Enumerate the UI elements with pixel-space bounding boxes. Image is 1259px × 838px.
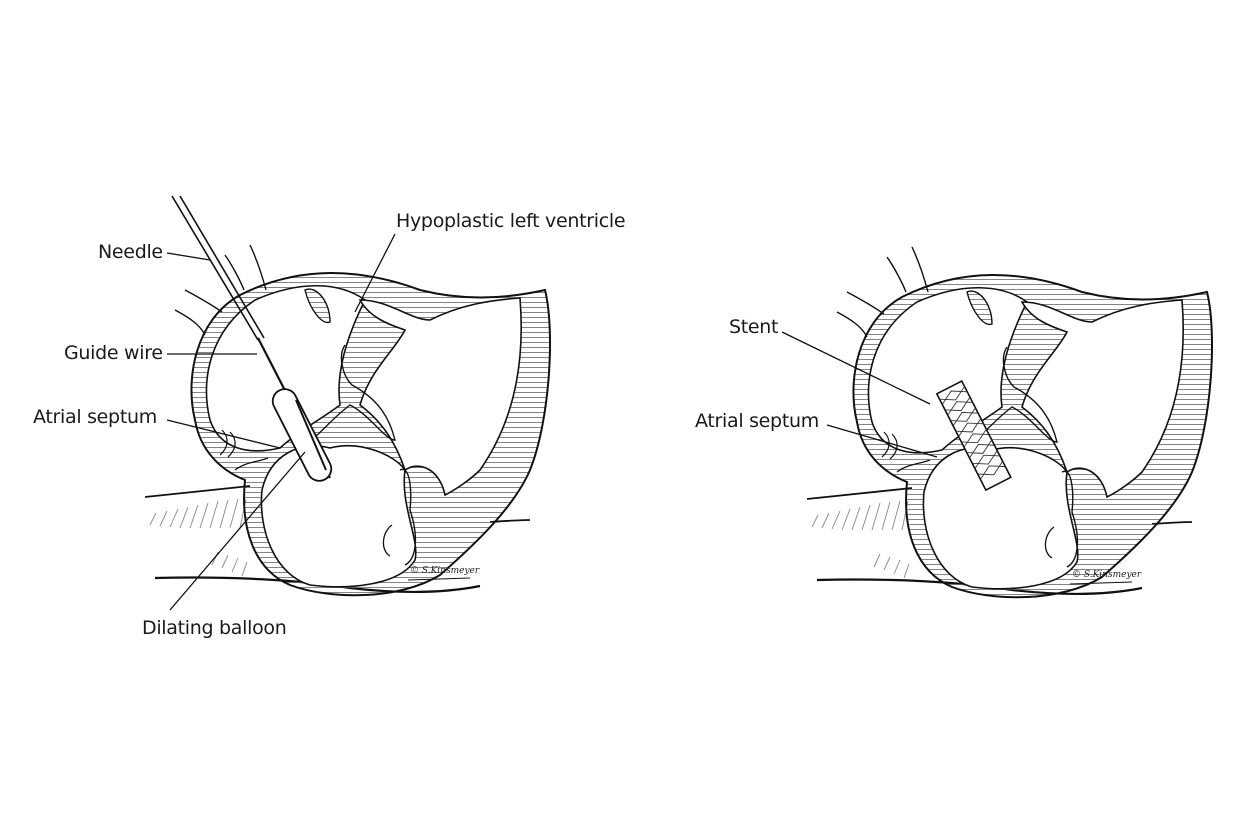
artist-signature: © S.Kinsmeyer bbox=[410, 566, 480, 576]
left-heart-illustration bbox=[143, 195, 552, 611]
label-guide-wire: Guide wire bbox=[64, 342, 163, 364]
label-atrial-septum: Atrial septum bbox=[33, 406, 157, 428]
label-needle: Needle bbox=[98, 241, 163, 263]
right-heart-illustration bbox=[781, 245, 1214, 599]
label-stent: Stent bbox=[729, 316, 779, 338]
label-atrial-septum-right: Atrial septum bbox=[695, 410, 819, 432]
label-dilating-balloon: Dilating balloon bbox=[142, 617, 287, 639]
label-hypoplastic-left-ventricle: Hypoplastic left ventricle bbox=[396, 210, 626, 232]
artist-signature-right: © S.Kinsmeyer bbox=[1072, 570, 1142, 580]
